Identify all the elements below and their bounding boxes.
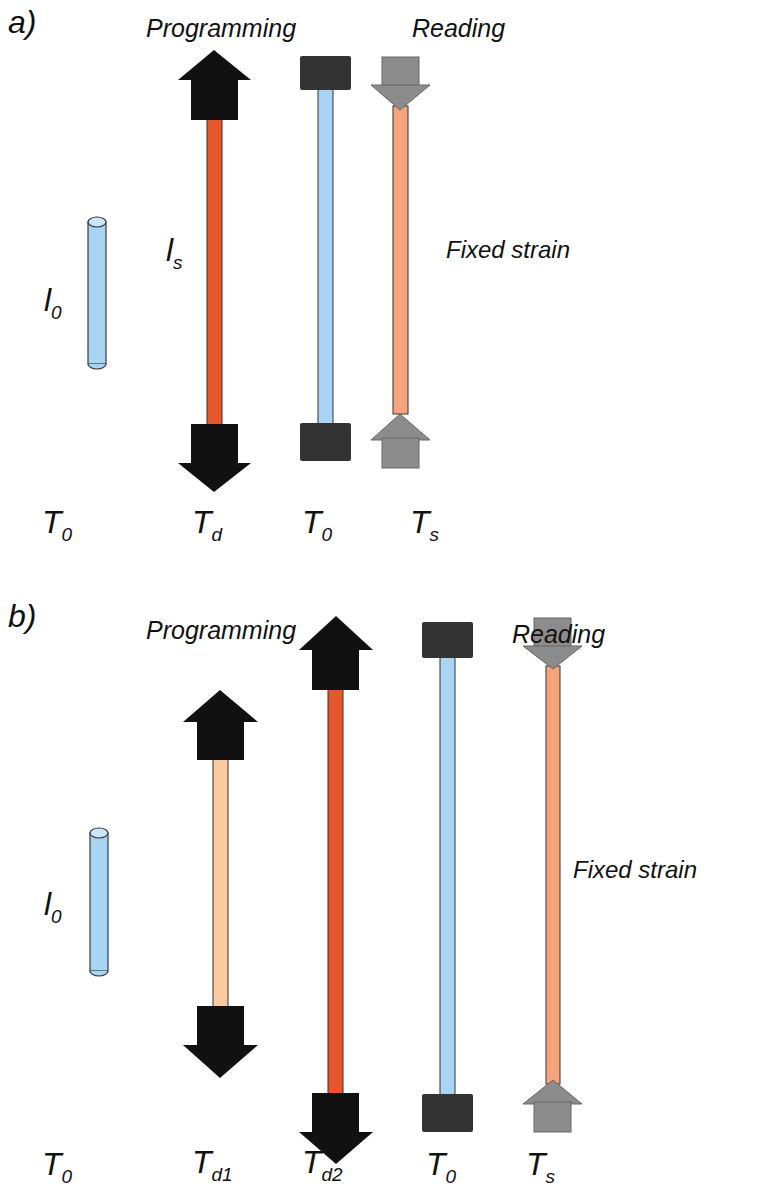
condition-note: Fixed strain bbox=[573, 856, 697, 884]
length-symbol: l0 bbox=[44, 888, 62, 926]
length-symbol: ls bbox=[166, 234, 183, 272]
panel-letter: a) bbox=[8, 4, 36, 41]
reading-rod bbox=[371, 57, 430, 468]
stage-heading: Programming bbox=[146, 616, 296, 645]
clamped-rod bbox=[422, 622, 473, 1132]
temperature-symbol: T0 bbox=[426, 1148, 456, 1186]
temperature-symbol: Td1 bbox=[192, 1146, 233, 1184]
temperature-symbol: T0 bbox=[302, 506, 332, 544]
stage-heading: Programming bbox=[146, 14, 296, 43]
temperature-symbol: Ts bbox=[410, 506, 439, 544]
temperature-symbol: Td2 bbox=[302, 1146, 343, 1184]
temperature-symbol: Td bbox=[192, 506, 222, 544]
condition-note: Fixed strain bbox=[446, 236, 570, 264]
stretched-rod bbox=[183, 690, 258, 1078]
temperature-symbol: Ts bbox=[526, 1148, 555, 1186]
stretched-rod bbox=[299, 616, 373, 1164]
sample-cylinder bbox=[90, 828, 108, 976]
temperature-symbol: T0 bbox=[42, 1148, 72, 1186]
stage-heading: Reading bbox=[512, 620, 605, 649]
sample-cylinder bbox=[88, 217, 106, 369]
clamped-rod bbox=[300, 56, 351, 461]
temperature-symbol: T0 bbox=[42, 506, 72, 544]
stage-heading: Reading bbox=[412, 14, 505, 43]
length-symbol: l0 bbox=[44, 284, 62, 322]
stretched-rod bbox=[178, 50, 251, 492]
panel-letter: b) bbox=[8, 598, 36, 635]
